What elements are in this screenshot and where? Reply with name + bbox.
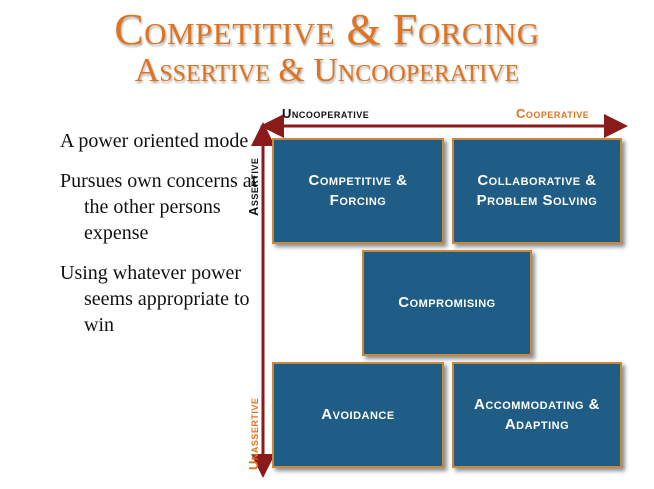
bullet-item: A power oriented mode xyxy=(60,130,249,152)
mode-collaborative-box: Collaborative & Problem Solving xyxy=(452,138,622,244)
axis-label-uncooperative: Uncooperative xyxy=(282,106,370,121)
bullet-list: A power oriented mode Pursues own concer… xyxy=(60,128,260,352)
mode-accommodating-label: Accommodating & Adapting xyxy=(473,396,600,433)
mode-compromising-box: Compromising xyxy=(362,250,532,356)
mode-avoidance-label: Avoidance xyxy=(321,406,395,423)
mode-collaborative-label: Collaborative & Problem Solving xyxy=(476,172,598,209)
axis-label-unassertive: Unassertive xyxy=(246,397,261,470)
mode-competitive-box: Competitive & Forcing xyxy=(272,138,444,244)
bullet-item: Using whatever power seems appropriate t… xyxy=(60,262,250,336)
mode-accommodating-box: Accommodating & Adapting xyxy=(452,362,622,468)
mode-compromising-label: Compromising xyxy=(398,294,496,311)
axis-label-cooperative: Cooperative xyxy=(516,106,590,121)
mode-competitive-label: Competitive & Forcing xyxy=(308,172,408,209)
axis-label-assertive: Assertive xyxy=(246,157,261,216)
slide-title: Competitive & Forcing xyxy=(114,5,540,54)
mode-avoidance-box: Avoidance xyxy=(272,362,444,468)
slide-subtitle: Assertive & Uncooperative xyxy=(134,52,520,89)
bullet-item: Pursues own concerns at the other person… xyxy=(60,170,258,244)
